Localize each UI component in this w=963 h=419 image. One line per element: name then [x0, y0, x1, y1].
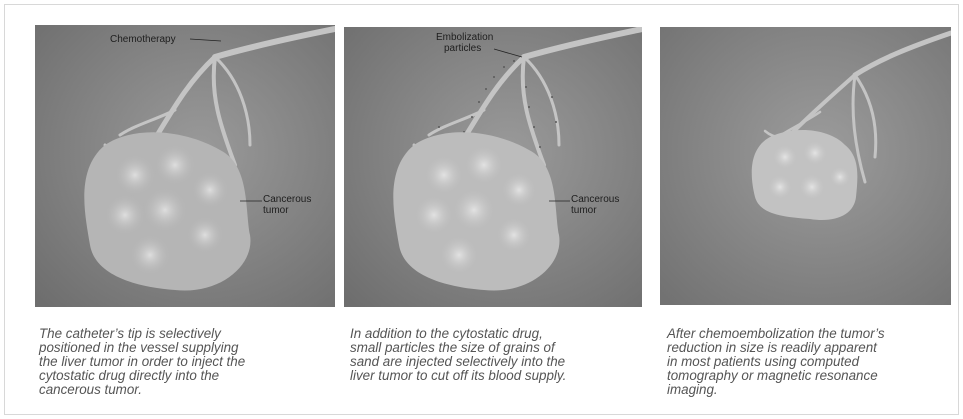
caption-line: positioned in the vessel supplying	[39, 340, 239, 355]
caption-line: cancerous tumor.	[39, 382, 142, 397]
cancerous-tumor-label-line1: Cancerous	[571, 194, 619, 205]
caption-line: The catheter’s tip is selectively	[39, 326, 221, 341]
panel-embolization: Embolization particles Cancerous tumor	[344, 27, 642, 307]
caption-line: imaging.	[667, 382, 718, 397]
caption-line: tomography or magnetic resonance	[667, 368, 878, 383]
panel-reduced-tumor	[660, 27, 951, 305]
caption-line: In addition to the cytostatic drug,	[350, 326, 543, 341]
caption-line: After chemoembolization the tumor’s	[667, 326, 885, 341]
caption-line: small particles the size of grains of	[350, 340, 555, 355]
figure-frame: Chemotherapy Cancerous tumor	[4, 4, 959, 415]
chemotherapy-label: Chemotherapy	[110, 34, 176, 45]
caption-line: liver tumor to cut off its blood supply.	[350, 368, 566, 383]
cancerous-tumor-label-line2: tumor	[571, 205, 597, 216]
panel-chemotherapy: Chemotherapy Cancerous tumor	[35, 25, 335, 307]
caption-line: cytostatic drug directly into the	[39, 368, 219, 383]
caption-embolization: In addition to the cytostatic drug, smal…	[350, 327, 650, 383]
chemotherapy-illustration: Chemotherapy Cancerous tumor	[35, 25, 335, 307]
cancerous-tumor-label-line1: Cancerous	[263, 194, 311, 205]
caption-reduced-tumor: After chemoembolization the tumor’s redu…	[667, 327, 957, 397]
caption-chemotherapy: The catheter’s tip is selectively positi…	[39, 327, 339, 397]
embolization-illustration: Embolization particles Cancerous tumor	[344, 27, 642, 307]
caption-line: the liver tumor in order to inject the	[39, 354, 245, 369]
reduced-tumor-illustration	[660, 27, 951, 305]
caption-line: in most patients using computed	[667, 354, 859, 369]
embolization-label-line1: Embolization	[436, 32, 493, 43]
cancerous-tumor-label-line2: tumor	[263, 205, 289, 216]
embolization-label-line2: particles	[444, 43, 481, 54]
caption-line: sand are injected selectively into the	[350, 354, 565, 369]
caption-line: reduction in size is readily apparent	[667, 340, 877, 355]
